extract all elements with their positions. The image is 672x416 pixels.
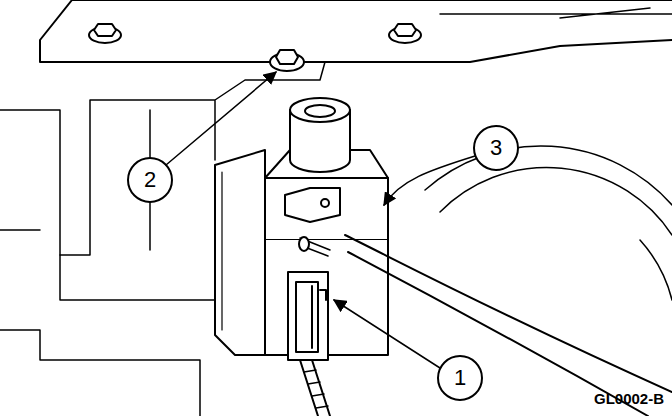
mounting-lug xyxy=(285,188,340,222)
wiring-harness xyxy=(304,370,328,408)
mounting-bracket xyxy=(215,150,265,355)
cowl-panel xyxy=(40,0,672,62)
figure-id: GL0002-B xyxy=(594,391,664,406)
callout-circle xyxy=(474,126,518,170)
bolt xyxy=(270,50,304,71)
cable xyxy=(345,235,672,392)
actuator-cylinder xyxy=(290,98,350,172)
bolt xyxy=(89,24,121,43)
housing-face xyxy=(0,110,60,255)
leader-line xyxy=(166,72,276,165)
callout-number: 1 xyxy=(454,367,466,389)
electrical-connector xyxy=(288,272,328,360)
callout-circle xyxy=(438,356,482,400)
leader-line xyxy=(334,300,440,368)
panel-edge xyxy=(440,8,672,18)
wiring-harness xyxy=(300,360,330,416)
callout-number: 2 xyxy=(144,169,156,191)
bolt xyxy=(389,24,421,43)
callout-number: 3 xyxy=(490,137,502,159)
cable-fitting xyxy=(300,238,330,256)
round-housing xyxy=(425,146,672,300)
leader-line xyxy=(384,156,475,205)
